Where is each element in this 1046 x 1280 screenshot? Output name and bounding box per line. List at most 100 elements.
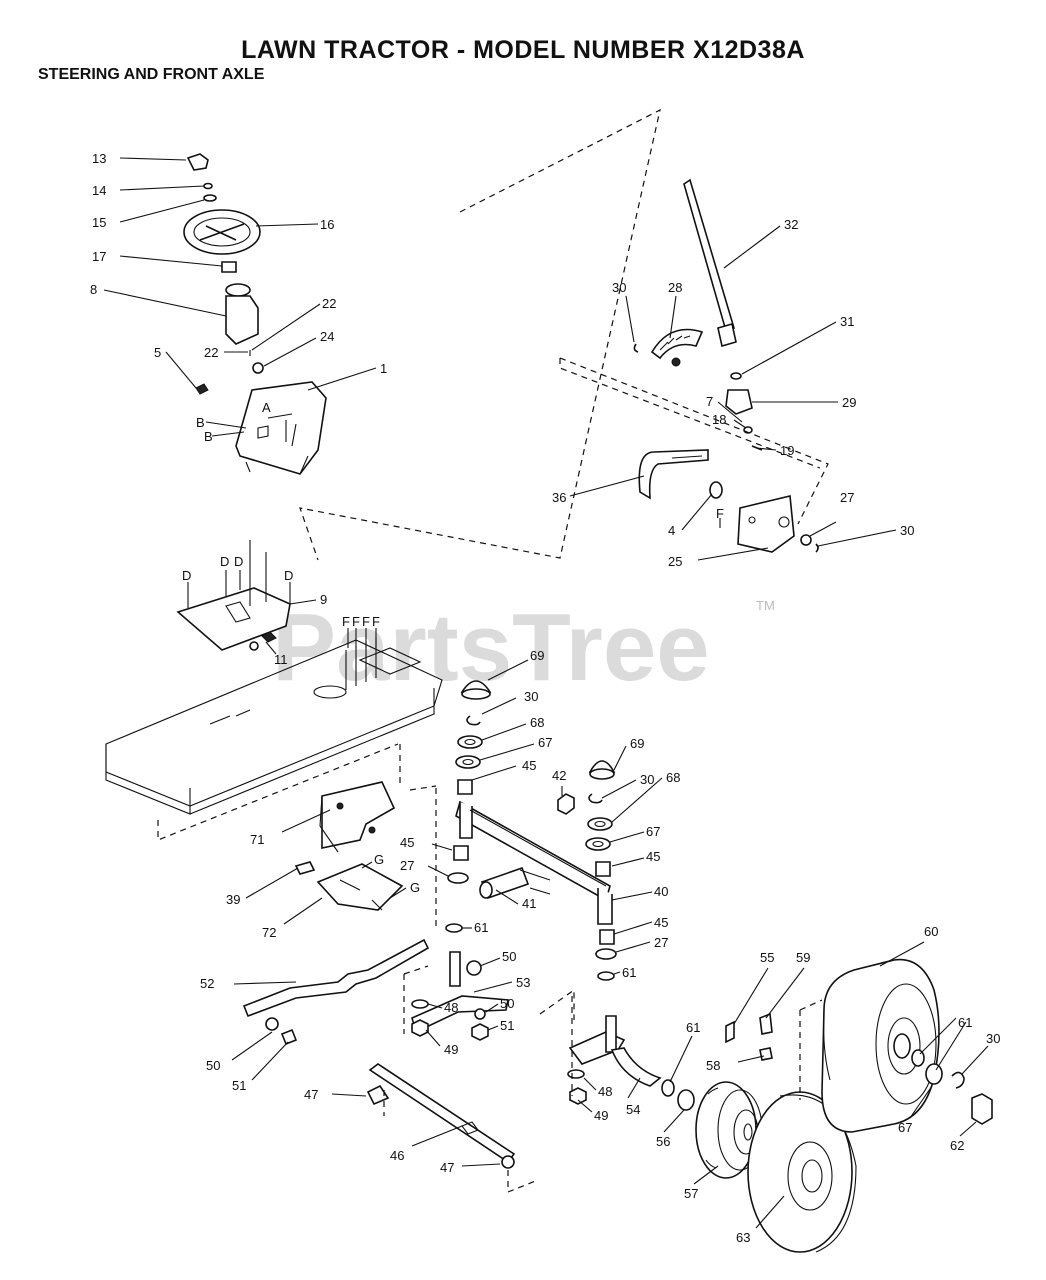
callout-G2: G [410, 880, 420, 895]
callout-59: 59 [796, 950, 810, 965]
part-45-bushing-c [595, 861, 611, 877]
steering-wheel-group [183, 153, 327, 475]
callout-D4: D [284, 568, 293, 583]
part-57-rim [695, 1081, 757, 1179]
part-61-washer-b [597, 971, 615, 981]
callout-49a: 49 [444, 1042, 458, 1057]
callout-54: 54 [626, 1102, 640, 1117]
part-17-hub [221, 261, 237, 273]
callout-B1: B [196, 415, 205, 430]
part-8-column-cover [225, 295, 259, 345]
callout-7: 7 [706, 394, 713, 409]
part-48-washer-a [411, 999, 429, 1009]
part-31-washer [730, 372, 742, 380]
callout-61a: 61 [474, 920, 488, 935]
part-61-washer-c [661, 1079, 675, 1097]
callout-68b: 68 [666, 770, 680, 785]
part-5-clip [195, 383, 209, 395]
callout-16: 16 [320, 217, 334, 232]
callout-14: 14 [92, 183, 106, 198]
part-52-drag-link [242, 938, 430, 1018]
page-title: LAWN TRACTOR - MODEL NUMBER X12D38A [241, 36, 805, 64]
part-27-washer-b [447, 872, 469, 884]
part-39-bolt [294, 861, 316, 875]
callout-19: 19 [780, 443, 794, 458]
callout-45d: 45 [654, 915, 668, 930]
part-27-washer-c [595, 948, 617, 960]
part-45-bushing-d [599, 929, 615, 945]
callout-F2: F [342, 614, 350, 629]
part-50-ball-c [474, 1008, 486, 1020]
callout-28: 28 [668, 280, 682, 295]
part-49-nut-a [411, 1019, 429, 1037]
part-60-hub [893, 1033, 911, 1059]
callout-69b: 69 [630, 736, 644, 751]
part-30-clip-e [951, 1071, 965, 1089]
part-40-axle-beam [455, 800, 611, 902]
callout-B2: B [204, 429, 213, 444]
callout-57: 57 [684, 1186, 698, 1201]
callout-72: 72 [262, 925, 276, 940]
callout-67a: 67 [538, 735, 552, 750]
part-48-washer-b [567, 1069, 585, 1079]
part-15 [203, 194, 217, 202]
callout-61d: 61 [686, 1020, 700, 1035]
part-51-nut-a [280, 1028, 298, 1046]
wheels-group [661, 958, 993, 1253]
callout-67c: 67 [898, 1120, 912, 1135]
part-47-end-a [366, 1084, 390, 1106]
callout-D1: D [182, 568, 191, 583]
callout-67b: 67 [646, 824, 660, 839]
callout-47a: 47 [304, 1087, 318, 1102]
callout-45c: 45 [400, 835, 414, 850]
part-42-nut [557, 793, 575, 815]
callout-46: 46 [390, 1148, 404, 1163]
part-60-tire [821, 958, 940, 1133]
callout-25: 25 [668, 554, 682, 569]
callout-63: 63 [736, 1230, 750, 1245]
steering-arms-group [242, 938, 662, 1193]
callout-68a: 68 [530, 715, 544, 730]
part-49-nut-b [569, 1087, 587, 1105]
callout-61b: 61 [622, 965, 636, 980]
part-46-tie-rod [368, 1063, 516, 1164]
watermark: PartsTree [272, 594, 710, 701]
callout-13: 13 [92, 151, 106, 166]
part-30-clip-a [633, 343, 639, 353]
part-47-end-b [501, 1155, 515, 1169]
frame-group [105, 540, 443, 841]
callout-60: 60 [924, 924, 938, 939]
callout-55: 55 [760, 950, 774, 965]
callout-5: 5 [154, 345, 161, 360]
callout-62: 62 [950, 1138, 964, 1153]
part-61-washer-d [911, 1049, 925, 1067]
front-axle-group [294, 680, 617, 981]
callout-48b: 48 [598, 1084, 612, 1099]
part-24-nut [252, 362, 264, 374]
callout-39: 39 [226, 892, 240, 907]
part-30-clip-b [815, 543, 819, 553]
callout-17: 17 [92, 249, 106, 264]
part-13-cap [186, 153, 209, 171]
callout-27c: 27 [654, 935, 668, 950]
part-68-washer-a [457, 735, 483, 749]
callout-4: 4 [668, 523, 675, 538]
callout-24: 24 [320, 329, 334, 344]
steering-gear-group [559, 178, 829, 553]
callout-G1: G [374, 852, 384, 867]
part-67-washer-a [455, 755, 481, 769]
part-32-shaft-end [717, 322, 737, 348]
callout-F1: F [716, 506, 724, 521]
part-45-bushing-a [457, 779, 473, 795]
part-71-bracket [321, 781, 396, 849]
callout-51b: 51 [232, 1078, 246, 1093]
callout-30a: 30 [612, 280, 626, 295]
callout-31: 31 [840, 314, 854, 329]
part-36-drag-link [638, 449, 709, 500]
callout-50c: 50 [206, 1058, 220, 1073]
callout-45a: 45 [522, 758, 536, 773]
callout-36: 36 [552, 490, 566, 505]
callout-41: 41 [522, 896, 536, 911]
part-55-fitting [725, 1020, 735, 1044]
